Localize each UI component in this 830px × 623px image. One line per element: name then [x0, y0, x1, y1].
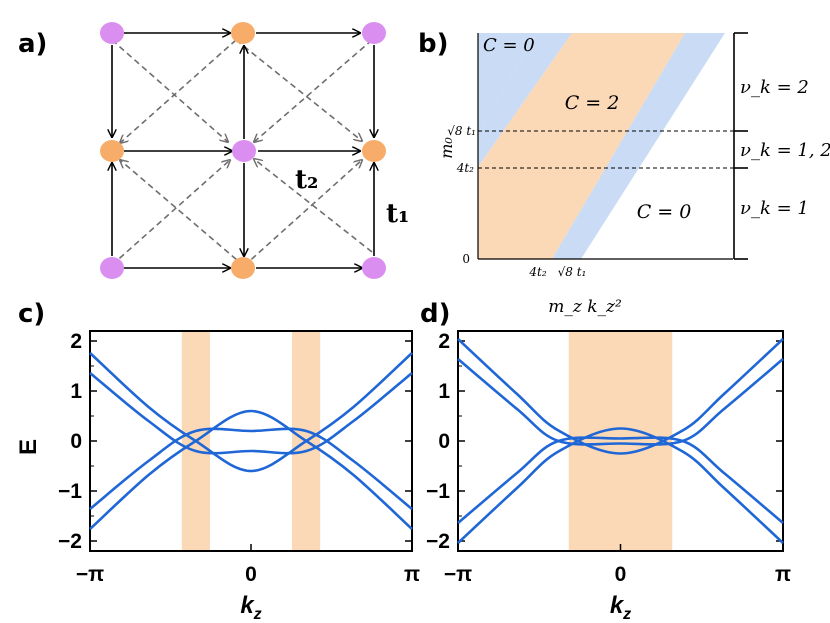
plot-frame — [89, 330, 413, 552]
panel-label-b: b) — [418, 29, 449, 59]
y-tick-label: 0 — [438, 430, 450, 453]
site-purple — [100, 22, 124, 44]
xtick-4t2: 4t₂ — [528, 265, 546, 279]
x-tick-label: −π — [444, 563, 472, 586]
panel-c-ylabel: E — [15, 439, 42, 455]
orange-band — [478, 33, 685, 259]
band-curve — [89, 409, 413, 530]
region-label-c2: C = 2 — [565, 92, 620, 114]
band-curve — [457, 338, 784, 455]
nu-label-bottom: ν_k = 1 — [740, 198, 809, 219]
lattice-sites — [100, 22, 386, 279]
panel-label-a: a) — [18, 29, 47, 59]
site-orange — [231, 257, 255, 279]
site-orange — [362, 140, 386, 162]
site-purple — [232, 140, 256, 162]
x-tick-label: −π — [76, 563, 104, 586]
band-curve — [457, 427, 784, 544]
t2-hoppings — [111, 39, 373, 267]
x-tick-label: 0 — [245, 563, 257, 586]
y-tick-label: −2 — [426, 530, 450, 553]
x-axis-label: kz — [240, 592, 261, 623]
y-tick-label: 2 — [438, 330, 450, 353]
region-label-c0-bottom: C = 0 — [637, 201, 692, 223]
site-purple — [100, 257, 124, 279]
panel-label-d: d) — [420, 299, 451, 329]
y-tick-label: 0 — [70, 430, 82, 453]
x-tick-label: 0 — [615, 563, 627, 586]
panel-b-ylabel: m₀ — [437, 137, 456, 159]
site-purple — [362, 22, 386, 44]
band-curve — [89, 427, 413, 511]
y-tick-label: 1 — [438, 380, 450, 403]
panel-b-xlabel: m_z k_z² — [548, 297, 622, 317]
blue-band-right — [552, 33, 725, 259]
t1-label: t₁ — [386, 199, 409, 229]
xtick-sqrt8t1: √8 t₁ — [558, 265, 587, 279]
y-tick-label: −2 — [58, 530, 82, 553]
region-label-c0-top: C = 0 — [483, 35, 535, 56]
y-tick-label: 2 — [70, 330, 82, 353]
band-plot-c: −2 −1 0 1 2 −π 0 π kz — [58, 330, 420, 623]
site-purple — [362, 257, 386, 279]
x-axis-label: kz — [610, 592, 631, 623]
phase-diagram: 0 4t₂ √8 t₁ 4t₂ √8 t₁ m₀ m_z k_z² C = 0 … — [437, 32, 830, 317]
t1-hoppings — [112, 33, 374, 268]
lattice-diagram: t₂ t₁ — [100, 22, 409, 279]
y-tick-label: −1 — [58, 480, 82, 503]
ytick-4t2: 4t₂ — [456, 161, 474, 175]
band-curve — [89, 371, 413, 455]
y-tick-label: −1 — [426, 480, 450, 503]
panel-label-c: c) — [18, 299, 45, 329]
nu-label-middle: ν_k = 1, 2 — [740, 140, 830, 161]
band-curve — [457, 436, 784, 524]
ytick-sqrt8t1: √8 t₁ — [447, 124, 476, 138]
band-curve — [89, 352, 413, 473]
t2-label: t₂ — [295, 165, 318, 195]
band-curve — [457, 358, 784, 446]
x-tick-label: π — [775, 563, 791, 586]
x-tick-label: π — [404, 563, 420, 586]
nu-bracket — [733, 32, 748, 260]
site-orange — [100, 140, 124, 162]
site-orange — [231, 22, 255, 44]
nu-label-top: ν_k = 2 — [740, 77, 809, 98]
ytick-0: 0 — [462, 252, 470, 266]
y-tick-label: 1 — [70, 380, 82, 403]
band-plot-d: −2 −1 0 1 2 −π 0 π kz — [426, 330, 791, 623]
shaded-region — [568, 331, 673, 551]
